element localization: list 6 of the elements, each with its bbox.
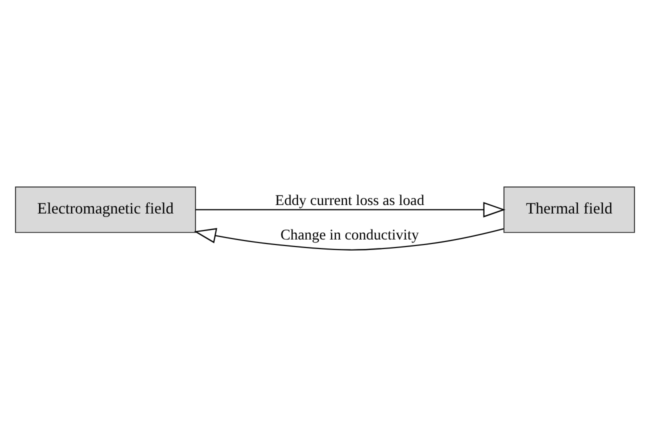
arrow	[196, 201, 506, 217]
node-box: Thermal field	[503, 186, 635, 232]
edge-label: Change in conductivity	[280, 226, 419, 243]
arrow	[194, 228, 504, 250]
edge-label: Eddy current loss as load	[275, 192, 424, 208]
node-box: Electromagnetic field	[15, 186, 196, 232]
